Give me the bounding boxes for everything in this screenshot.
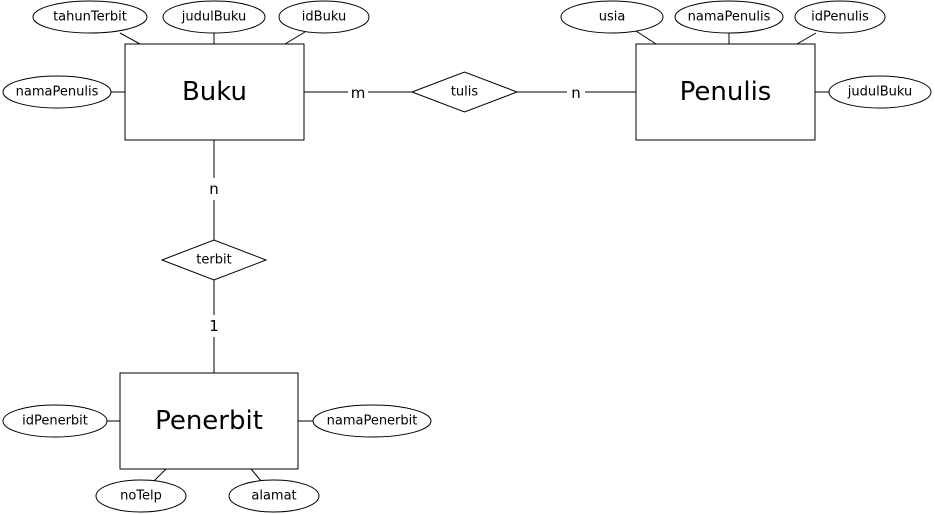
- relationship-terbit: terbit: [160, 239, 268, 281]
- attribute-penulis-judulbuku: judulBuku: [828, 75, 932, 109]
- attribute-label: namaPenerbit: [327, 414, 418, 429]
- entity-penerbit: Penerbit: [119, 372, 299, 470]
- attribute-label: idBuku: [302, 10, 346, 25]
- attribute-penerbit-notelp: noTelp: [95, 479, 187, 513]
- relationship-label: tulis: [451, 85, 479, 100]
- attribute-label: namaPenulis: [688, 10, 771, 25]
- attribute-label: namaPenulis: [16, 85, 99, 100]
- attribute-label: judulBuku: [181, 10, 246, 25]
- attribute-penulis-namapenulis: namaPenulis: [674, 0, 784, 34]
- connector-penerbit-alamat: [250, 468, 263, 483]
- attribute-buku-tahunterbit: tahunTerbit: [32, 0, 148, 34]
- entity-label: Penulis: [680, 77, 772, 107]
- entity-penulis: Penulis: [635, 43, 816, 141]
- entity-label: Buku: [182, 77, 247, 107]
- cardinality-label: 1: [209, 317, 219, 335]
- attribute-penerbit-alamat: alamat: [228, 479, 320, 513]
- attribute-buku-namapenulis: namaPenulis: [2, 75, 112, 109]
- attribute-penulis-idpenulis: idPenulis: [794, 0, 886, 34]
- attribute-label: tahunTerbit: [53, 10, 127, 25]
- connector-penerbit-notelp: [152, 468, 167, 483]
- attribute-penerbit-namapenerbit: namaPenerbit: [312, 404, 432, 438]
- connector-buku-idbuku: [284, 31, 306, 45]
- attribute-buku-idbuku: idBuku: [278, 0, 370, 34]
- cardinality-terbit-buku: n: [204, 178, 224, 200]
- connector-buku-tahunterbit: [119, 32, 141, 45]
- attribute-penulis-usia: usia: [560, 0, 664, 34]
- entity-buku: Buku: [124, 43, 305, 141]
- attribute-label: usia: [599, 10, 626, 25]
- cardinality-label: n: [209, 180, 219, 198]
- attribute-label: idPenulis: [811, 10, 869, 25]
- cardinality-label: m: [351, 84, 366, 102]
- connector-penulis-idpenulis: [796, 32, 817, 45]
- attribute-label: noTelp: [120, 489, 162, 504]
- attribute-penerbit-idpenerbit: idPenerbit: [2, 404, 108, 438]
- cardinality-label: n: [571, 84, 581, 102]
- attribute-buku-judulbuku: judulBuku: [162, 0, 266, 34]
- relationship-tulis: tulis: [410, 71, 519, 113]
- cardinality-tulis-buku: m: [348, 82, 368, 102]
- attribute-label: alamat: [251, 489, 296, 504]
- relationship-label: terbit: [196, 253, 231, 268]
- entity-label: Penerbit: [155, 406, 263, 436]
- attribute-label: judulBuku: [847, 85, 912, 100]
- cardinality-tulis-penulis: n: [567, 82, 585, 102]
- attribute-label: idPenerbit: [22, 414, 88, 429]
- connector-penulis-usia: [635, 30, 657, 45]
- cardinality-terbit-penerbit: 1: [204, 315, 224, 337]
